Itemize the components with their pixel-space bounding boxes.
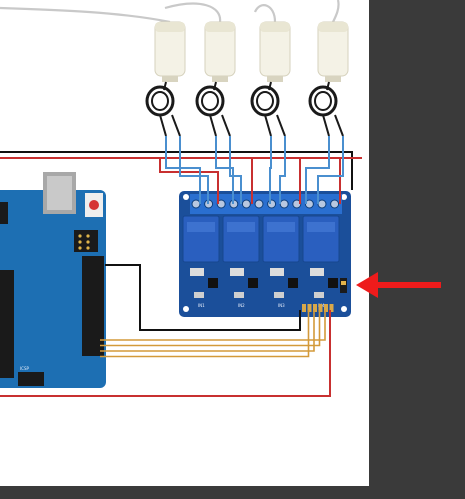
screw-terminal (191, 199, 201, 209)
icsp-label: ICSP (20, 366, 30, 371)
red-arrow (356, 272, 441, 298)
relay-module: IN1IN2IN3IN4 (179, 191, 351, 317)
relay-channel-label: IN1 (198, 303, 205, 308)
black-gnd-wire (105, 264, 301, 331)
arduino-board: ICSP (0, 172, 106, 388)
blue-pump-wires (165, 136, 344, 204)
header-pin (329, 304, 334, 312)
relay-channel-label: IN2 (238, 303, 245, 308)
header-pin (313, 304, 317, 312)
wires (0, 136, 362, 397)
relay-components (190, 268, 338, 298)
header-pin (324, 304, 328, 312)
relay-cubes (182, 215, 340, 263)
water-pumps (145, 21, 349, 137)
water-pump (250, 21, 291, 137)
red-power-wire (0, 310, 331, 397)
water-pump (308, 21, 349, 137)
header-pin (318, 304, 323, 312)
signal-wires (100, 310, 326, 358)
header-pin (307, 304, 312, 312)
black-bus-wire (0, 151, 353, 190)
relay-input-header (302, 304, 334, 312)
relay-channel-label: IN3 (278, 303, 285, 308)
screw-terminal (330, 199, 340, 209)
water-pump (195, 21, 236, 137)
water-pump (145, 21, 186, 137)
screw-terminal (267, 199, 277, 209)
screw-terminal (317, 199, 327, 209)
header-pin (302, 304, 306, 312)
relay-power-pins (340, 278, 347, 293)
pump-hoses (0, 0, 340, 24)
screw-terminal (241, 199, 251, 209)
screw-terminals (191, 199, 340, 209)
screw-terminal (254, 199, 264, 209)
screw-terminal (279, 199, 289, 209)
